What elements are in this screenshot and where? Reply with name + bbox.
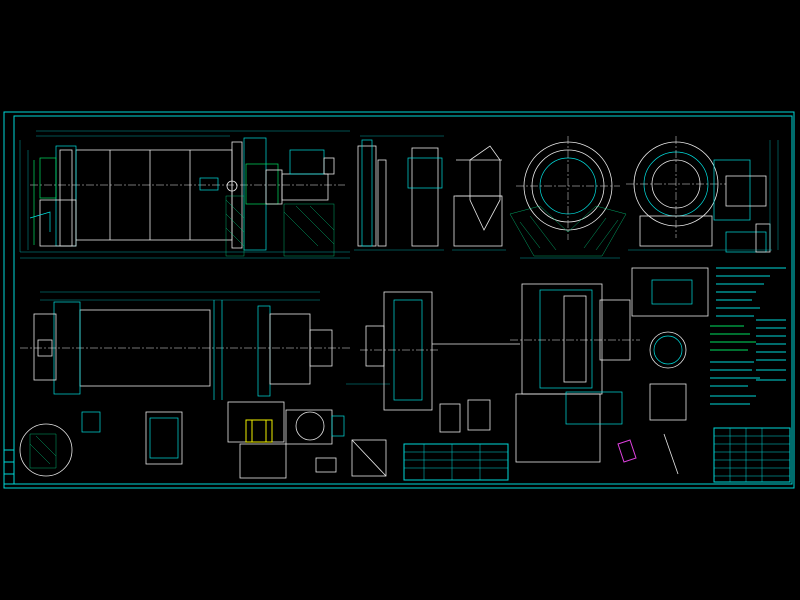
mill-plan-view [20, 291, 390, 400]
section-detail-circle [19, 423, 73, 477]
parts-list-table [403, 443, 509, 481]
small-details [81, 411, 387, 477]
mill-front-elevation [19, 130, 350, 259]
left-margin-strip [3, 449, 15, 485]
technical-notes [710, 267, 786, 405]
inner-border [13, 115, 793, 485]
gear-housing-detail [510, 283, 640, 463]
side-elevation-detail [354, 135, 444, 251]
drive-plan-view [227, 401, 345, 479]
bearing-plan-detail [360, 291, 520, 433]
drive-end-view [626, 136, 779, 253]
right-details [617, 267, 709, 475]
title-block [713, 427, 791, 483]
feed-hopper-view [452, 145, 506, 251]
outer-border [3, 111, 795, 489]
mill-end-view [509, 136, 627, 259]
